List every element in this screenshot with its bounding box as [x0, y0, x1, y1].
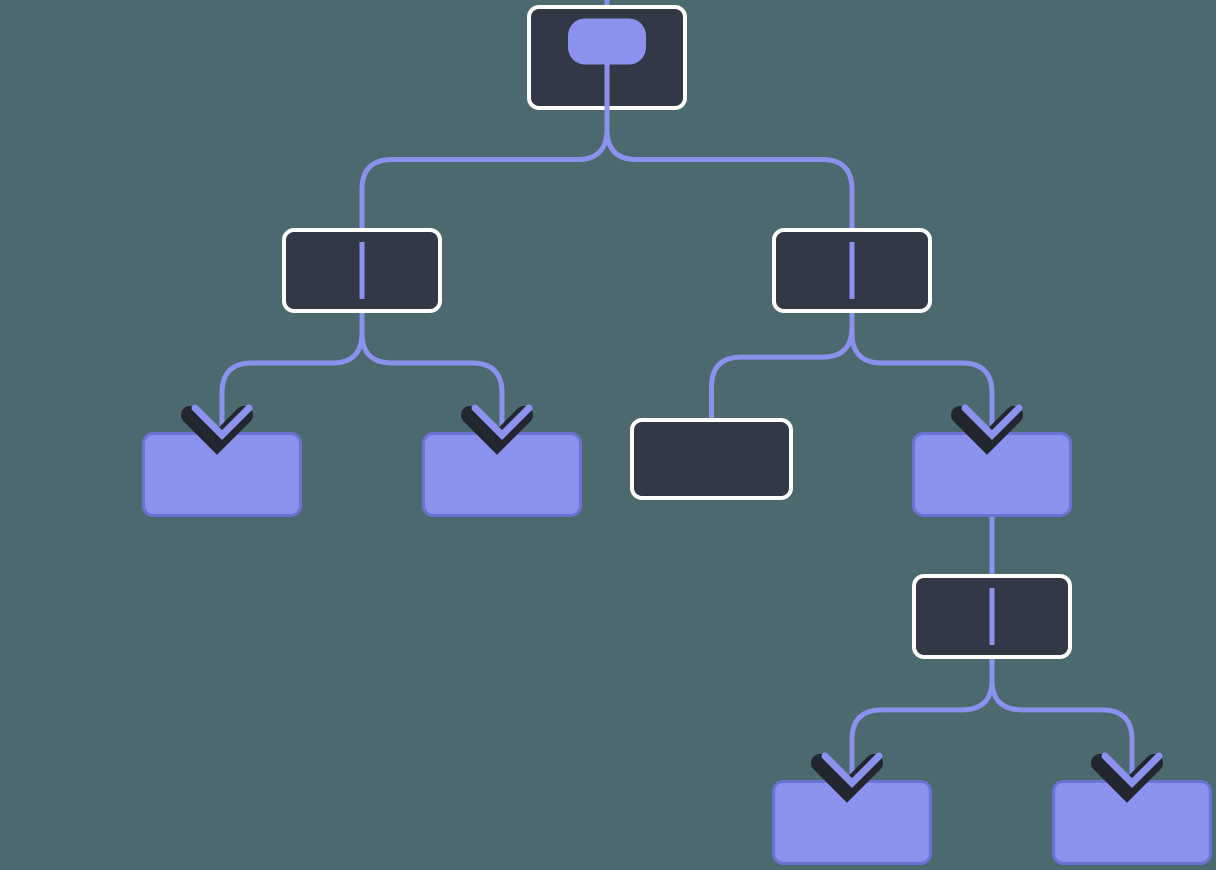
arrow-chevron-icon: [1101, 752, 1163, 788]
tree-node-l3-a[interactable]: [912, 568, 1072, 665]
arrow-chevron-icon: [821, 752, 883, 788]
tree-node-l2-c[interactable]: [630, 418, 793, 500]
connector-edge: [604, 110, 855, 228]
pill-marker: [568, 18, 646, 65]
tree-node-root[interactable]: [527, 0, 687, 116]
connector-edge: [709, 313, 855, 418]
arrow-layer: [181, 404, 1163, 803]
connector-edge: [989, 659, 1135, 780]
arrow-chevron-icon: [471, 404, 533, 440]
edge-layer: [219, 110, 1135, 780]
connector-edge: [849, 313, 995, 432]
arrow-chevron-icon: [961, 404, 1023, 440]
node-box[interactable]: [630, 418, 793, 500]
connector-edge: [219, 313, 365, 432]
arrow-chevron-icon: [191, 404, 253, 440]
node-layer: [142, 0, 1212, 865]
connector-edge: [359, 313, 505, 432]
tree-node-l1-left[interactable]: [282, 222, 442, 319]
tree-node-l1-right[interactable]: [772, 222, 932, 319]
connector-edge: [849, 659, 995, 780]
connector-edge: [359, 110, 610, 228]
